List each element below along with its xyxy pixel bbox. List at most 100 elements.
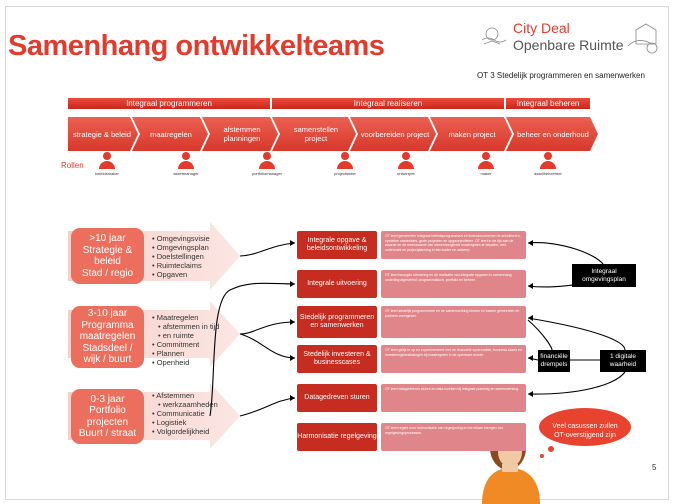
team-integrale-opgave: Integrale opgave & beleidsontwikkeling [297, 231, 377, 259]
level-line: Stadsdeel / [82, 342, 133, 354]
list-item: Plannen [152, 349, 219, 358]
level-box-strategie: >10 jaar Strategie & beleid Stad / regio [71, 228, 144, 284]
team-desc-stedelijk-programmeren: OT leert stedelijk programmeren en de sa… [381, 306, 526, 338]
phase-bar-programmeren [68, 98, 270, 109]
list-item: Omgevingsvisie [152, 234, 210, 243]
slide-frame [5, 6, 669, 500]
team-desc-integrale-uitvoering: OT leert beoogde uitvoering en de realis… [381, 270, 526, 298]
chevron-strategie [68, 117, 138, 151]
team-desc-harmonisatie-regelgeving: OT leert regels voor harmonisatie van re… [381, 423, 526, 451]
connector-2 [239, 321, 296, 335]
list-item: Opgaven [152, 270, 210, 279]
chevron-maatregelen [132, 117, 208, 151]
box-digitale-waarheid: 1 digitale waarheid [600, 350, 646, 372]
list-item: Afstemmen [152, 391, 218, 400]
list-item-continuation: afstemmen in tijd [152, 322, 220, 331]
role-label: projectleider [334, 171, 356, 176]
level-box-portfolio: 0-3 jaar Portfolio projecten Buurt / str… [71, 389, 144, 444]
box-financiele-drempels: financiële drempels [538, 350, 570, 372]
team-desc-datagedreven-sturen: OT leert datagedreven sturen en data inz… [381, 384, 526, 412]
step-maatregelen: maatregelen [150, 129, 192, 139]
team-integrale-uitvoering: Integrale uitvoering [297, 270, 377, 298]
bullet-list-strategie: Omgevingsvisie Omgevingsplan Doelstellin… [152, 234, 210, 279]
city-deal-logo [481, 23, 658, 54]
role-beleidsmaker: beleidsmaker [77, 152, 137, 176]
role-label: assetbeheerder [534, 171, 562, 176]
role-label: assetmanager [173, 171, 199, 176]
logo-text-city-deal: City Deal [513, 20, 570, 36]
level-line: projecten [86, 416, 129, 428]
step-afstemmen: afstemmen planningen [223, 125, 261, 143]
person-icon [263, 152, 271, 160]
role-assetbeheerder: assetbeheerder [518, 152, 578, 176]
step-voorbereiden: voorbereiden project [360, 129, 430, 139]
person-icon [103, 152, 111, 160]
role-ontwerper: ontwerper [376, 152, 436, 176]
list-item: Logistiek [152, 418, 218, 427]
role-label: beleidsmaker [95, 171, 119, 176]
level-line: 0-3 jaar [90, 393, 125, 405]
person-icon [482, 152, 490, 160]
level-line: wijk / buurt [83, 354, 132, 366]
connector-4 [239, 333, 296, 359]
connector-fin-1 [527, 319, 553, 351]
page-number: 5 [652, 463, 657, 472]
level-line: 3-10 jaar [87, 308, 128, 320]
level-line: Stad / regio [81, 267, 134, 279]
connector-5 [239, 397, 296, 417]
team-datagedreven-sturen: Datagedreven sturen [297, 384, 377, 412]
person-icon [402, 152, 410, 160]
list-item-continuation: en ruimte [152, 331, 219, 340]
list-item: Maatregelen [152, 313, 219, 322]
step-maken: maken project [448, 129, 496, 139]
role-portfoliomanager: portfoliomanager [237, 152, 297, 176]
step-strategie: strategie & beleid [73, 129, 131, 139]
person-icon [544, 152, 552, 160]
level-line: Strategie & [82, 244, 133, 256]
list-item: Volgordelijkheid [152, 427, 218, 436]
level-line: Portfolio [89, 405, 126, 416]
list-item: Communicatie [152, 409, 218, 418]
level-line: >10 jaar [89, 233, 126, 244]
list-item: Doelstellingen [152, 252, 210, 261]
list-item-continuation: werkzaamheden [152, 400, 218, 409]
team-stedelijk-programmeren: Stedelijk programmeren en samenwerken [297, 306, 377, 338]
rollen-label: Rollen [61, 161, 84, 170]
team-stedelijk-investeren: Stedelijk investeren & businesscases [297, 345, 377, 373]
bubble-text: Veel casussen zullen OT-overstijgend zij… [552, 423, 618, 439]
subtitle: OT 3 Stedelijk programmeren en samenwerk… [477, 71, 645, 80]
connector-digi-1 [527, 317, 626, 351]
connector-digi-2 [527, 371, 626, 395]
team-desc-integrale-opgave: OT leert gemeenten integraal beleidsprog… [381, 231, 526, 259]
phase-programmeren: Integraal programmeren [126, 99, 212, 108]
connector-1 [239, 242, 296, 257]
role-label: portfoliomanager [251, 171, 283, 176]
step-samenstellen: samenstellen project [293, 125, 339, 143]
level-line: beleid [94, 256, 121, 267]
connector-3 [209, 282, 296, 417]
connector-right-top [527, 242, 606, 268]
team-harmonisatie-regelgeving: Harmonisatie regelgeving [297, 423, 377, 451]
logo-text-openbare-ruimte: Openbare Ruimte [513, 37, 624, 53]
role-assetmanager: assetmanager [156, 152, 216, 176]
role-projectleider: projectleider [315, 152, 375, 176]
list-item: Openheid [152, 358, 219, 367]
role-label: maker [480, 171, 492, 176]
level-box-programma: 3-10 jaar Programma maatregelen Stadsdee… [71, 306, 144, 368]
phase-beheren: Integraal beheren [516, 99, 580, 108]
team-desc-stedelijk-investeren: OT leert gelijk in op en experimenteert … [381, 345, 526, 373]
list-item: Omgevingsplan [152, 243, 210, 252]
person-icon [182, 152, 190, 160]
step-beheer: beheer en onderhoud [517, 129, 589, 139]
chevron-samenstellen [272, 117, 356, 151]
phase-bar-beheren [506, 98, 590, 109]
thought-bubble [539, 408, 631, 446]
level-line: maatregelen [79, 331, 136, 343]
phase-bar-realiseren [272, 98, 504, 109]
chevron-beheer [506, 117, 598, 151]
chevron-afstemmen [202, 117, 278, 151]
list-item: Commitment [152, 340, 219, 349]
chevron-maken [430, 117, 512, 151]
page-title: Samenhang ontwikkelteams [8, 30, 385, 62]
